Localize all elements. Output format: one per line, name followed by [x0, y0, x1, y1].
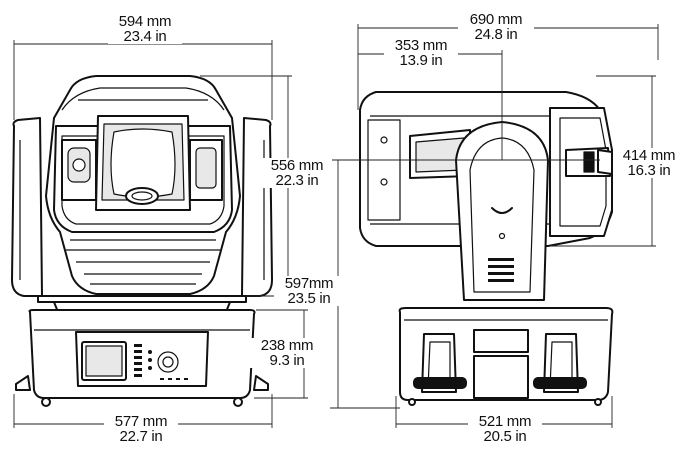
front-right-yoke-arm [241, 117, 273, 297]
side-base-width-label: 521 mm 20.5 in [468, 414, 542, 444]
front-width-label: 594 mm 23.4 in [108, 14, 182, 44]
front-logo-oval [125, 187, 159, 205]
side-head-height-label: 414 mm 16.3 in [614, 148, 683, 178]
side-base-panel [473, 329, 529, 353]
side-view-drawing [359, 91, 614, 406]
side-half-width-label: 353 mm 13.9 in [384, 38, 458, 68]
base-height-label: 238 mm 9.3 in [250, 338, 324, 368]
front-base-width-label: 577 mm 22.7 in [104, 414, 178, 444]
front-left-yoke-arm [11, 117, 43, 297]
total-height-label: 597mm 23.5 in [274, 276, 344, 306]
front-head-height-label: 556 mm 22.3 in [262, 158, 332, 188]
front-view-drawing [11, 75, 273, 407]
side-total-width-label: 690 mm 24.8 in [458, 12, 534, 42]
side-yoke-arm [455, 121, 549, 301]
